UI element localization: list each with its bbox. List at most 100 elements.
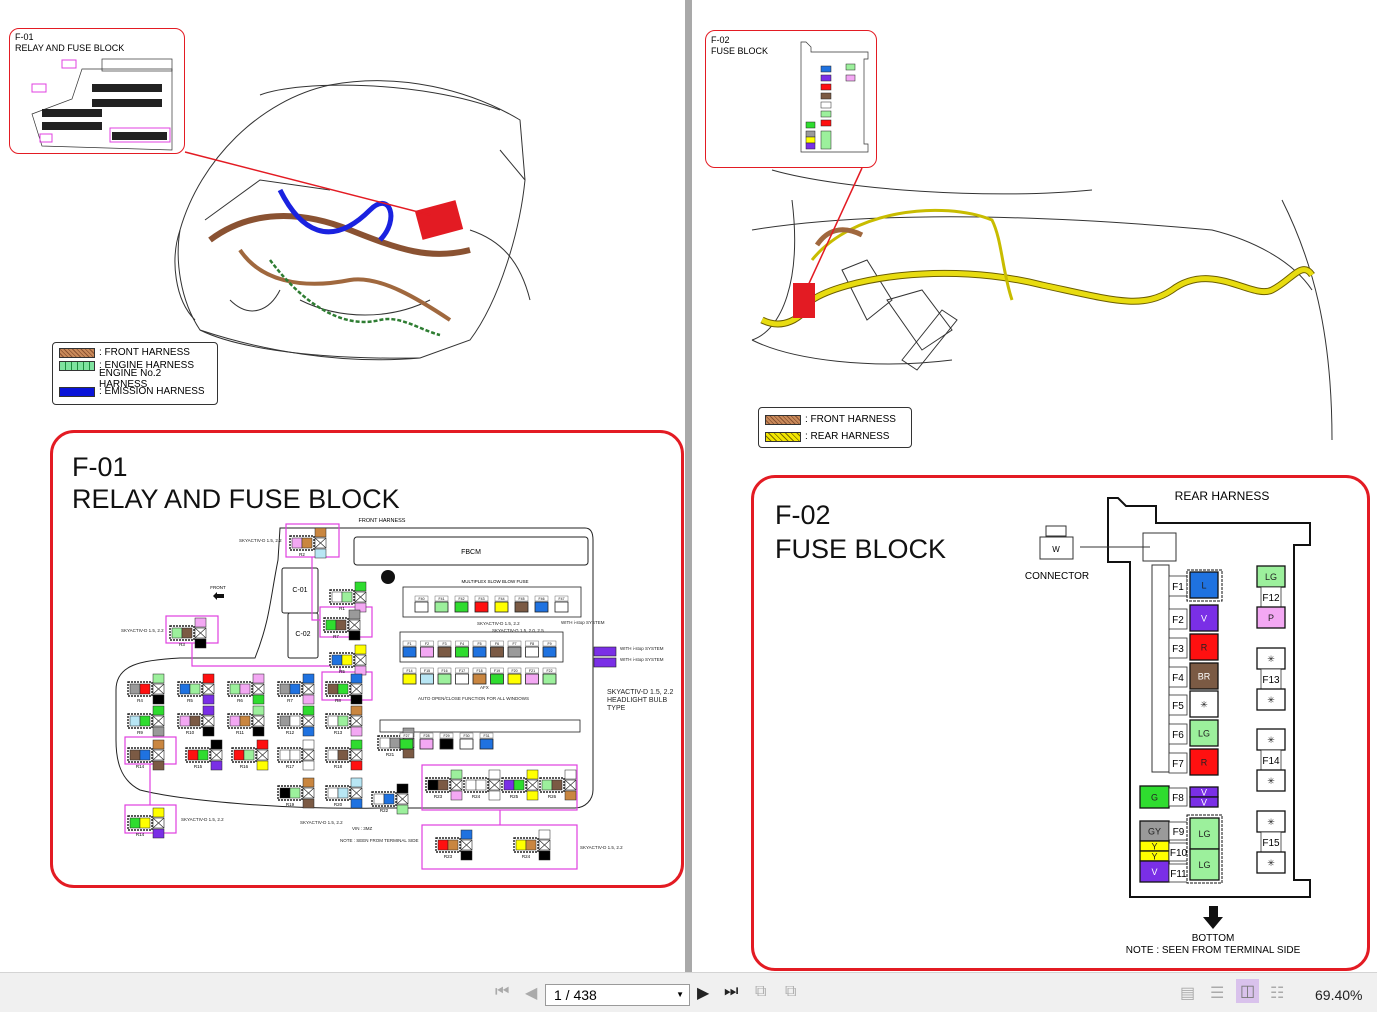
relay: R23 bbox=[425, 769, 463, 801]
relay-pin-d bbox=[179, 715, 191, 727]
note-with-istop-3: WITH i-stop SYSTEM bbox=[620, 657, 664, 662]
next-view-icon[interactable]: ⧉ bbox=[785, 983, 797, 1000]
relay-x-icon bbox=[302, 787, 315, 799]
relay: R17 bbox=[277, 739, 315, 771]
relay-pin-a bbox=[538, 829, 551, 840]
relay-pin-c bbox=[289, 787, 301, 799]
relay-pin-d bbox=[279, 715, 291, 727]
relay-pin-c bbox=[289, 749, 301, 761]
relay-pin-d bbox=[279, 749, 291, 761]
emission-harness-swatch bbox=[59, 386, 95, 397]
relay-pin-b bbox=[252, 726, 265, 737]
single-page-view-icon[interactable]: ▤ bbox=[1180, 985, 1196, 1002]
f02-code: F-02 bbox=[775, 500, 831, 530]
note-skyactiv-d-top: SKYACTIV-D 1.5, 2.2 bbox=[239, 538, 282, 543]
fuse-F45 bbox=[514, 601, 529, 613]
legend-label: ENGINE No.2 HARNESS bbox=[99, 367, 162, 390]
continuous-view-icon[interactable]: ☰ bbox=[1210, 985, 1225, 1002]
legend-front: : FRONT HARNESS bbox=[765, 411, 905, 428]
relay-x-icon bbox=[564, 779, 577, 791]
note-skyactiv-d-fuse: SKYACTIV-D 1.5, 2.2 bbox=[477, 621, 520, 626]
relay-pin-a bbox=[350, 777, 363, 788]
two-page-continuous-view-icon[interactable]: ☷ bbox=[1270, 985, 1285, 1002]
relay-block-location bbox=[414, 200, 464, 240]
relay: R14 bbox=[127, 807, 165, 839]
first-page-button[interactable]: ⏮ bbox=[495, 983, 510, 1000]
relay-pin-c bbox=[341, 591, 353, 603]
fuse-F42 bbox=[454, 601, 469, 613]
fuse-F31 bbox=[479, 738, 494, 750]
relay-fuse-block-diagram: FBCM C-01 C-02 FRONT HARNESS FRONT MULTI… bbox=[115, 518, 664, 870]
relay-label: R8 bbox=[335, 698, 341, 703]
relay-label: R24 bbox=[472, 794, 481, 799]
relay-pin-c bbox=[239, 715, 251, 727]
fuse-label: F28 bbox=[423, 734, 429, 738]
fuse-label-box bbox=[490, 640, 504, 647]
page-number-input[interactable]: 1 / 438 ▼ bbox=[545, 984, 690, 1006]
fuse-F20 bbox=[507, 673, 522, 685]
relay-pin-a bbox=[354, 581, 367, 592]
relay-pin-a bbox=[302, 777, 315, 788]
fuse-label: F7 bbox=[512, 642, 516, 646]
fuse-F47 bbox=[554, 601, 569, 613]
relay-x-icon bbox=[354, 591, 367, 603]
relay-pin-c bbox=[551, 779, 563, 791]
page-dropdown-icon[interactable]: ▼ bbox=[676, 990, 684, 999]
relay-pin-b bbox=[202, 694, 215, 705]
front-arrow-icon bbox=[213, 592, 224, 600]
fuse-label-box bbox=[472, 640, 487, 647]
note-skyactiv-d-bottom: SKYACTIV-D 1.5, 2.2 bbox=[300, 820, 343, 825]
page-number-value[interactable]: 1 / 438 bbox=[554, 987, 597, 1003]
relay-pin-c bbox=[139, 817, 151, 829]
relay-pin-c bbox=[335, 619, 347, 631]
relay-pin-d bbox=[325, 619, 337, 631]
fuse-label-box bbox=[455, 667, 469, 674]
relay-x-icon bbox=[350, 749, 363, 761]
note-vin: VIN : 3MZ bbox=[352, 826, 373, 831]
fuse-label-box bbox=[439, 732, 454, 739]
relay-pin-a bbox=[488, 769, 501, 780]
relay-pin-d bbox=[179, 683, 191, 695]
front-label: FRONT bbox=[210, 585, 226, 590]
fuse-label-box bbox=[490, 667, 504, 674]
relay: R5 bbox=[177, 673, 215, 705]
relay-pin-a bbox=[348, 609, 361, 620]
relay-pin-a bbox=[256, 739, 269, 750]
legend-rear: : REAR HARNESS bbox=[765, 428, 905, 445]
relay-label: R4 bbox=[137, 698, 143, 703]
fuse-label: F4 bbox=[460, 642, 464, 646]
previous-view-icon[interactable]: ⧉ bbox=[755, 983, 767, 1000]
legend-label: : FRONT HARNESS bbox=[99, 347, 190, 358]
relay-pin-a bbox=[460, 829, 473, 840]
zoom-level[interactable]: 69.40% bbox=[1315, 987, 1363, 1003]
relay-pin-b bbox=[350, 760, 363, 771]
relay-x-icon bbox=[396, 793, 409, 805]
relay-pin-a bbox=[526, 769, 539, 780]
fuse-label: F41 bbox=[438, 597, 444, 601]
relay-pin-b bbox=[354, 602, 367, 613]
previous-page-button[interactable]: ◀ bbox=[525, 985, 538, 1002]
relay-x-icon bbox=[488, 779, 501, 791]
relay-x-icon bbox=[350, 715, 363, 727]
relay-pin-c bbox=[389, 737, 401, 749]
last-page-button[interactable]: ⏭ bbox=[724, 983, 739, 1000]
relay-pin-b bbox=[350, 726, 363, 737]
fuse-F46 bbox=[534, 601, 549, 613]
fuse-label-box bbox=[437, 640, 452, 647]
fuse-label: F15 bbox=[424, 669, 430, 673]
fuse-label-box bbox=[455, 640, 469, 647]
relay: R5 bbox=[329, 644, 367, 676]
fuse-label-box bbox=[542, 640, 557, 647]
relay-pin-b bbox=[396, 804, 409, 815]
next-page-button[interactable]: ▶ bbox=[697, 985, 710, 1002]
fuse-F4 bbox=[455, 646, 469, 658]
fuse-label-box bbox=[402, 667, 417, 674]
fuse-F44 bbox=[494, 601, 509, 613]
relay-pin-a bbox=[252, 705, 265, 716]
relay-pin-a bbox=[302, 705, 315, 716]
fuse-label-box bbox=[554, 595, 569, 602]
relay-pin-c bbox=[301, 537, 313, 549]
relay-x-icon bbox=[526, 779, 539, 791]
relay-pin-d bbox=[541, 779, 553, 791]
two-page-view-icon[interactable]: ◫ bbox=[1236, 979, 1260, 1003]
